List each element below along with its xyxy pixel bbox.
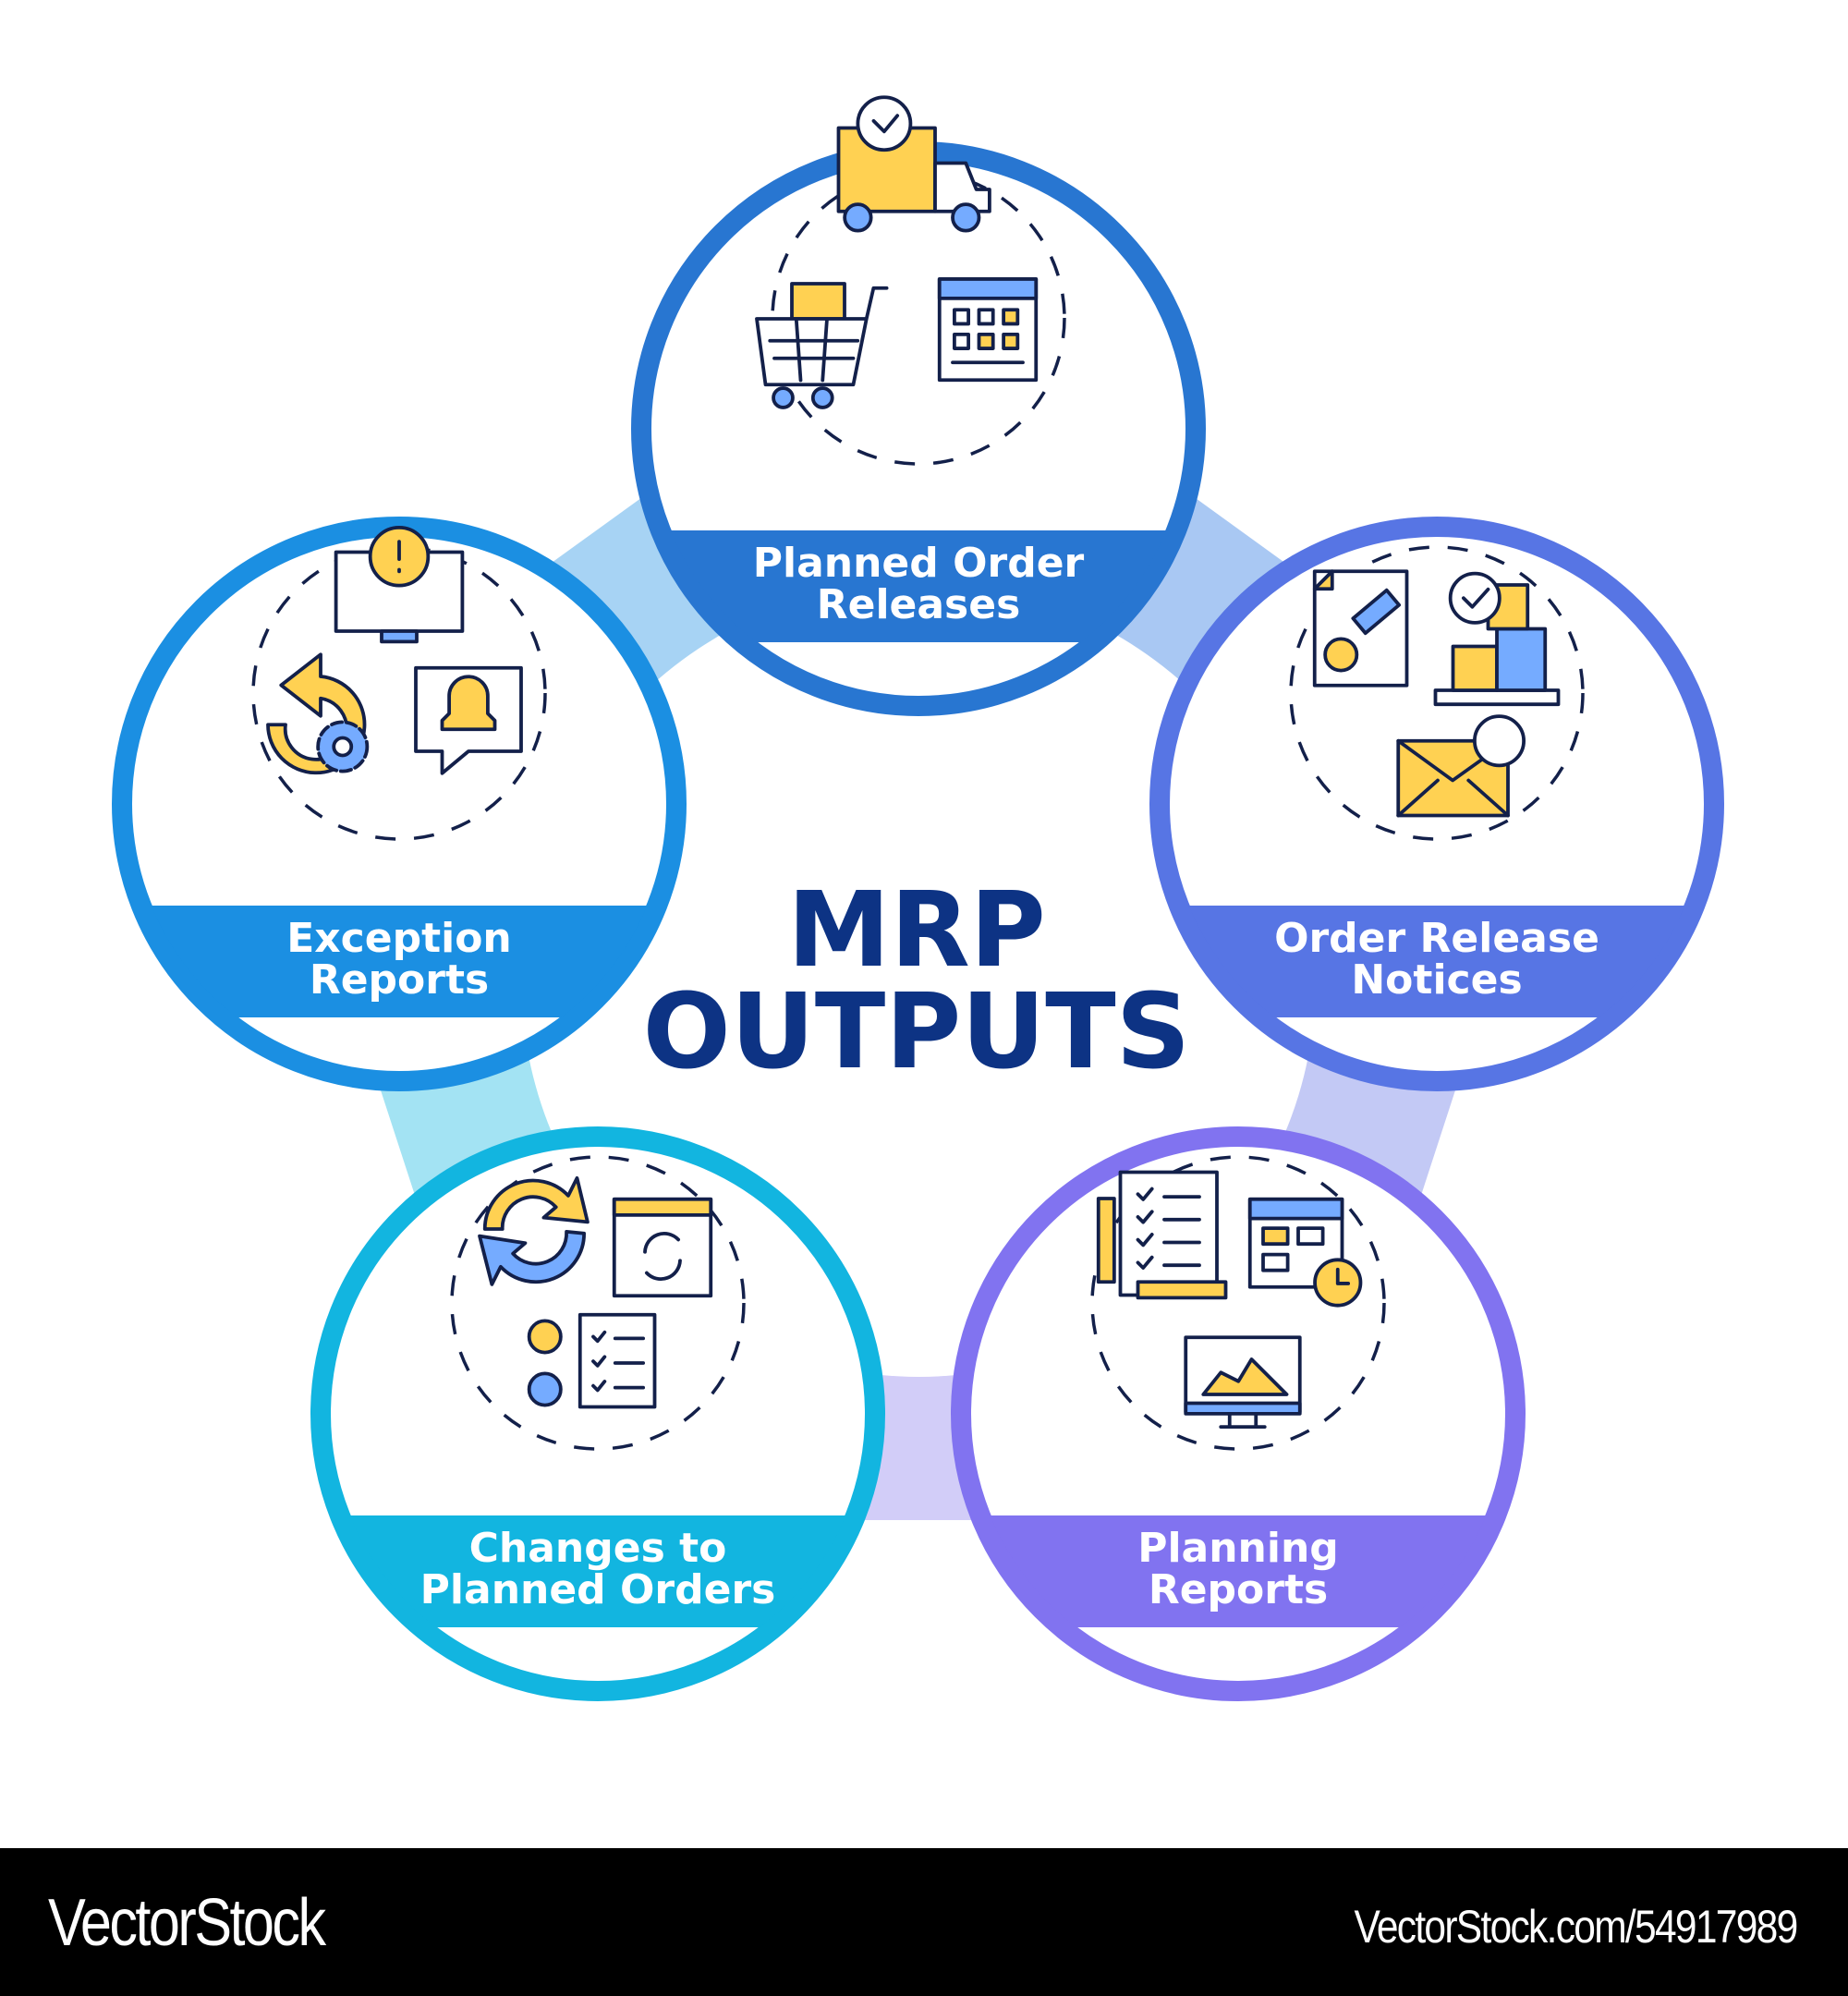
icon-group bbox=[755, 95, 1066, 466]
truck-clock-icon bbox=[836, 95, 991, 233]
dashed-circle bbox=[1289, 545, 1585, 841]
monitor-chart-icon bbox=[1184, 1335, 1302, 1430]
bell-message-icon bbox=[414, 665, 523, 775]
calendar-refresh-icon bbox=[612, 1197, 713, 1298]
icon-group bbox=[1090, 1155, 1386, 1451]
label-band bbox=[131, 906, 667, 1017]
node-label-line-2: Reports bbox=[310, 956, 489, 1004]
envelope-notification-icon bbox=[1396, 714, 1526, 818]
label-band bbox=[650, 530, 1186, 642]
dashed-circle bbox=[771, 170, 1066, 466]
dashed-circle bbox=[251, 545, 547, 841]
watermark-footer: VectorStock VectorStock.com/54917989 bbox=[0, 1848, 1848, 1996]
dashed-circle bbox=[1090, 1155, 1386, 1451]
title-line-2: OUTPUTS bbox=[643, 972, 1191, 1092]
label-band bbox=[970, 1515, 1506, 1627]
node-label-line-1: Planned Order bbox=[753, 540, 1085, 587]
title-line-1: MRP bbox=[787, 870, 1046, 991]
label-band bbox=[330, 1515, 866, 1627]
gears-checklist-icon bbox=[527, 1312, 657, 1409]
checklist-icon bbox=[1096, 1170, 1228, 1300]
monitor-alert-icon bbox=[334, 525, 465, 644]
icon-group bbox=[450, 1155, 746, 1451]
image-url: VectorStock.com/54917989 bbox=[1354, 1901, 1798, 1953]
node-label-line-1: Order Release bbox=[1274, 915, 1599, 962]
icon-group bbox=[1289, 545, 1585, 841]
calendar-clock-icon bbox=[1247, 1197, 1363, 1308]
calendar-icon bbox=[937, 277, 1039, 383]
node-label-line-2: Notices bbox=[1351, 956, 1522, 1004]
shopping-cart-icon bbox=[755, 282, 889, 409]
node-label-line-1: Exception bbox=[286, 915, 512, 962]
label-band bbox=[1169, 906, 1705, 1017]
dashed-circle bbox=[450, 1155, 746, 1451]
brand-logo: VectorStock bbox=[48, 1886, 326, 1960]
undo-gear-icon bbox=[266, 652, 370, 775]
node-label-line-1: Changes to bbox=[469, 1525, 727, 1572]
stamped-document-icon bbox=[1312, 569, 1409, 688]
node-label-line-2: Releases bbox=[817, 581, 1021, 628]
approved-boxes-icon bbox=[1433, 571, 1561, 707]
node-label-line-2: Reports bbox=[1149, 1566, 1328, 1613]
node-label-line-2: Planned Orders bbox=[420, 1566, 776, 1613]
refresh-arrows-icon bbox=[478, 1175, 590, 1286]
node-label-line-1: Planning bbox=[1137, 1525, 1339, 1572]
icon-group bbox=[251, 525, 547, 841]
